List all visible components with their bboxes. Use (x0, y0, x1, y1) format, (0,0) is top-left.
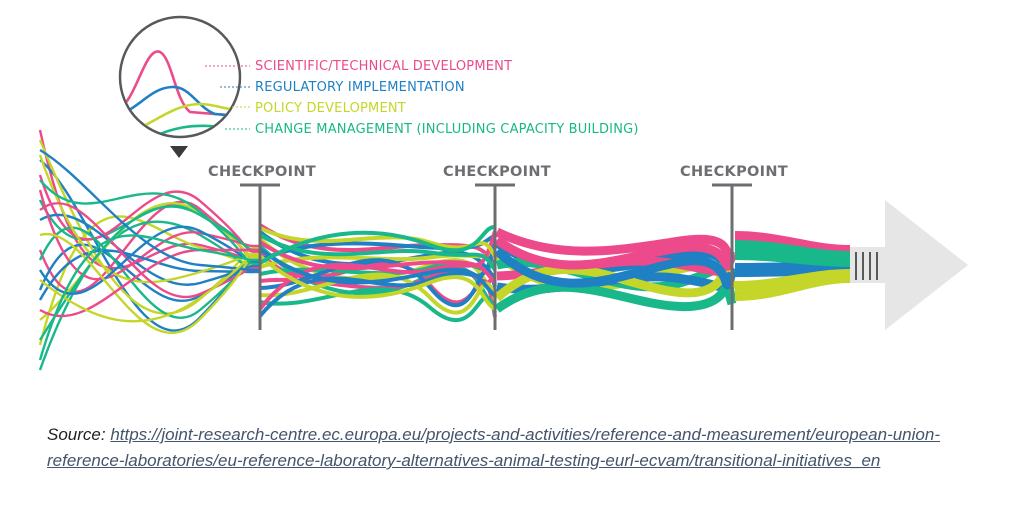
strand-blue (39, 213, 261, 286)
magnifier (118, 15, 242, 158)
braided-strands-stage-1 (258, 223, 497, 323)
source-caption: Source: https://joint-research-centre.ec… (47, 422, 997, 474)
braided-strands-stage-2 (493, 227, 737, 313)
pointer-down-icon (170, 146, 188, 158)
checkpoint-label: CHECKPOINT (208, 164, 316, 180)
strand-blue (39, 148, 261, 272)
magnifier-curve-lime (139, 102, 239, 130)
magnifier-curve-blue (121, 85, 239, 118)
strand-green (258, 233, 497, 272)
strand-blue (734, 261, 851, 277)
legend-item-change-management: CHANGE MANAGEMENT (INCLUDING CAPACITY BU… (255, 122, 639, 137)
strand-pink (494, 236, 737, 271)
strand-green (734, 250, 851, 267)
legend-connectors (205, 65, 250, 130)
strand-green (734, 240, 851, 263)
checkpoint-1: CHECKPOINT (208, 164, 316, 330)
strand-lime (258, 254, 497, 311)
source-prefix: Source: (47, 425, 106, 444)
arrow-ticks (855, 252, 878, 280)
strand-pink (495, 227, 736, 258)
strand-blue (258, 243, 497, 318)
arrow-head-icon (885, 200, 968, 330)
checkpoint-label: CHECKPOINT (443, 164, 551, 180)
converged-strands-stage-3 (734, 231, 851, 301)
transition-diagram: CHECKPOINT CHECKPOINT CHECKPOINT SCIENTI… (38, 15, 968, 371)
strand-green (38, 234, 261, 361)
legend: SCIENTIFIC/TECHNICAL DEVELOPMENT REGULAT… (255, 59, 639, 137)
strand-pink (258, 240, 497, 285)
strand-blue (493, 247, 737, 290)
magnifier-curve-pink (121, 50, 239, 118)
legend-item-scientific: SCIENTIFIC/TECHNICAL DEVELOPMENT (255, 59, 512, 74)
strand-green (38, 205, 261, 341)
checkpoint-2: CHECKPOINT (443, 164, 551, 330)
strand-blue (258, 247, 497, 298)
strand-lime (734, 269, 851, 291)
strand-blue (38, 249, 261, 301)
legend-item-policy: POLICY DEVELOPMENT (255, 101, 406, 116)
strand-green (258, 225, 496, 265)
legend-item-regulatory: REGULATORY IMPLEMENTATION (255, 80, 465, 95)
strand-pink (38, 189, 261, 281)
strand-lime (38, 154, 261, 284)
chaotic-strands (38, 129, 261, 371)
source-link[interactable]: https://joint-research-centre.ec.europa.… (47, 425, 940, 470)
strand-pink (39, 248, 260, 318)
strand-pink (734, 231, 851, 255)
strand-pink (258, 230, 497, 311)
checkpoint-3: CHECKPOINT (680, 164, 788, 330)
checkpoint-label: CHECKPOINT (680, 164, 788, 180)
strand-lime (39, 254, 261, 323)
strand-green (39, 179, 261, 266)
